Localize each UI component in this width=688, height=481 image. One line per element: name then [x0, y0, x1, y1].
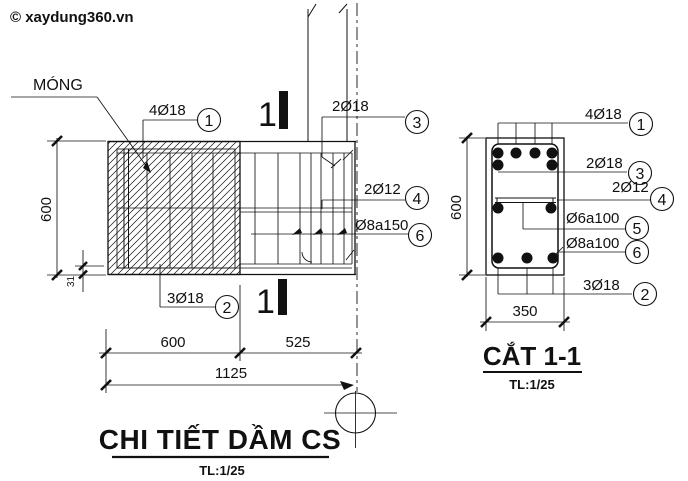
- callout-text: 2Ø12: [612, 179, 649, 196]
- section-callouts: 4Ø18 1 2Ø18 3 2Ø12 4 Ø6a10: [497, 106, 675, 307]
- dim-offset: 31: [66, 275, 77, 287]
- callout-top-bars: 4Ø18 1: [497, 106, 654, 144]
- callout-top-bars: 4Ø18 1: [142, 102, 222, 158]
- left-view-callouts: MÓNG 4Ø18 1 2Ø18 3: [11, 75, 433, 320]
- callout-text: 4Ø18: [585, 106, 622, 123]
- column-lines: [307, 3, 348, 142]
- callout-bubble: 3: [413, 115, 422, 132]
- section-tie-bar: [495, 197, 556, 211]
- section-rebar-dots: [492, 147, 559, 264]
- watermark-text: © xaydung360.vn: [10, 9, 134, 26]
- section-title-block: CẮT 1-1 TL:1/25: [483, 341, 582, 392]
- callout-text: Ø6a100: [566, 210, 619, 227]
- foundation-label: MÓNG: [33, 75, 83, 94]
- callout-bubble: 5: [633, 221, 642, 238]
- left-view: 1 1 MÓNG 4Ø18 1 2Ø1: [11, 3, 433, 478]
- view-scale: TL:1/25: [509, 377, 555, 392]
- beam-body: [108, 140, 356, 276]
- callout-bubble: 2: [641, 287, 650, 304]
- callout-text: 2Ø18: [586, 155, 623, 172]
- callout-text: 2Ø12: [364, 181, 401, 198]
- dim-height: 600: [38, 197, 55, 222]
- view-scale: TL:1/25: [199, 463, 245, 478]
- callout-bubble: 3: [636, 166, 645, 183]
- callout-bubble: 1: [205, 113, 214, 130]
- callout-bubble: 2: [223, 300, 232, 317]
- dim-total-width: 1125: [215, 365, 247, 382]
- dim-height: 600: [448, 195, 465, 220]
- callout-text: 2Ø18: [332, 98, 369, 115]
- foundation-callout: MÓNG: [11, 75, 151, 173]
- callout-text: Ø8a150: [355, 217, 408, 234]
- callout-bottom-bars: 3Ø18 2: [159, 264, 240, 320]
- section-cut-marker-bottom: 1: [256, 279, 287, 321]
- section-marker-label: 1: [256, 283, 275, 321]
- callout-bubble: 4: [413, 191, 422, 208]
- section-view: 4Ø18 1 2Ø18 3 2Ø12 4 Ø6a10: [448, 106, 675, 392]
- section-dimensions: 600 350: [448, 132, 570, 331]
- section-outline: [485, 137, 565, 276]
- left-view-title-block: CHI TIẾT DẦM CS TL:1/25: [99, 424, 341, 478]
- callout-middle-bars: 2Ø12 4: [321, 181, 430, 211]
- callout-bottom-bars: 3Ø18 2: [497, 268, 658, 307]
- callout-bubble: 6: [633, 245, 642, 262]
- callout-text: 3Ø18: [583, 277, 620, 294]
- callout-bubble: 4: [658, 192, 667, 209]
- callout-text: 3Ø18: [167, 290, 204, 307]
- dim-footing-width: 600: [160, 334, 185, 351]
- axis-bubble: [324, 391, 397, 448]
- callout-bubble: 1: [637, 117, 646, 134]
- section-cut-marker-top: 1: [258, 91, 288, 134]
- view-title: CHI TIẾT DẦM CS: [99, 424, 341, 455]
- callout-stirrups: Ø8a150 6: [251, 217, 433, 248]
- callout-middle-bars: 2Ø12 4: [557, 179, 675, 212]
- callout-bubble: 6: [416, 228, 425, 245]
- callout-text: Ø8a100: [566, 235, 619, 252]
- dim-beam-span: 525: [285, 334, 310, 351]
- left-view-dimensions: 600 31 600 525 1125: [38, 135, 362, 393]
- callout-ties: Ø6a100 5: [522, 203, 650, 241]
- callout-extra-top-bars: 2Ø18 3: [321, 98, 430, 169]
- callout-stirrups: Ø8a100 6: [553, 235, 650, 265]
- dim-width: 350: [512, 303, 537, 320]
- view-title: CẮT 1-1: [483, 341, 581, 371]
- callout-text: 4Ø18: [149, 102, 186, 119]
- section-marker-label: 1: [258, 96, 277, 134]
- callout-extra-top-bars: 2Ø18 3: [498, 155, 653, 186]
